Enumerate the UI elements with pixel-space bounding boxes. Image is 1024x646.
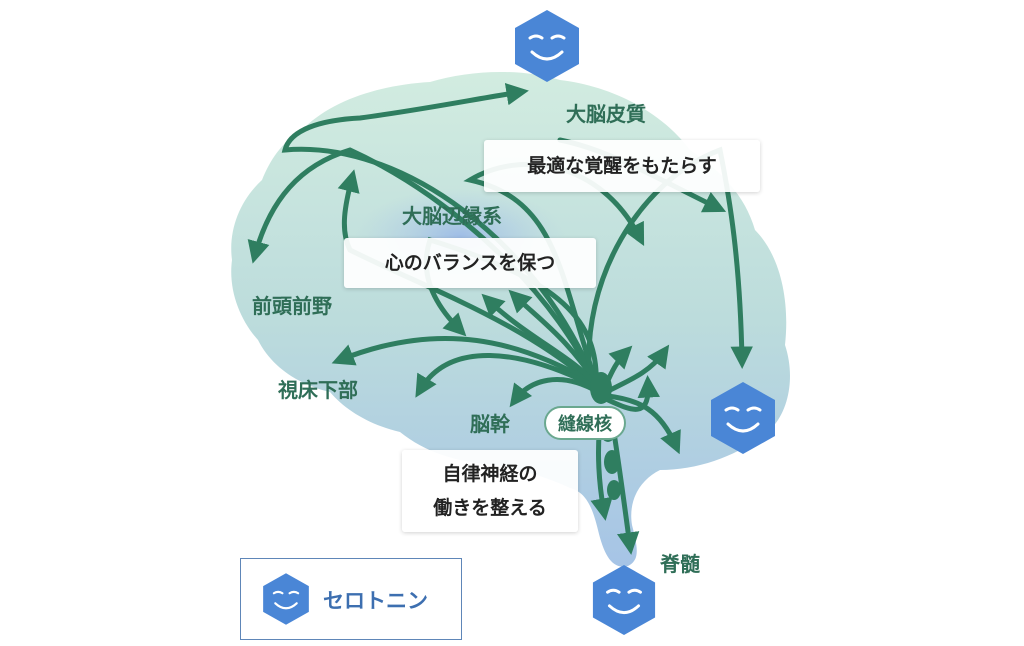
callout-autonomic: 自律神経の 働きを整える — [402, 450, 578, 532]
callout-autonomic-line2: 働きを整える — [433, 497, 547, 519]
serotonin-face-hexagon-icon — [711, 382, 775, 454]
label-brainstem: 脳幹 — [470, 412, 510, 436]
pathway-arrow — [331, 335, 597, 387]
label-spinal-cord: 脊髄 — [660, 552, 700, 576]
label-prefrontal-cortex: 前頭前野 — [252, 294, 332, 318]
label-limbic-system: 大脳辺縁系 — [402, 204, 502, 228]
pathway-arrow — [605, 375, 660, 412]
label-cerebral-cortex: 大脳皮質 — [566, 102, 646, 126]
callout-autonomic-line1: 自律神経の — [442, 463, 538, 485]
serotonin-face-hexagon-icon — [515, 10, 579, 82]
pathway-arrow — [603, 344, 670, 395]
callout-arousal: 最適な覚醒をもたらす — [484, 140, 760, 192]
pathway-arrow — [605, 393, 681, 455]
serotonin-face-hexagon-icon — [592, 565, 656, 635]
label-raphe-nucleus: 縫線核 — [544, 406, 626, 440]
label-hypothalamus: 視床下部 — [278, 378, 358, 402]
legend-label: セロトニン — [323, 589, 428, 613]
pathway-arrow — [509, 377, 601, 408]
pathway-arrow — [415, 353, 593, 398]
serotonin-face-hexagon-icon — [263, 573, 309, 625]
legend: セロトニン — [240, 558, 462, 640]
callout-balance: 心のバランスを保つ — [344, 238, 596, 288]
